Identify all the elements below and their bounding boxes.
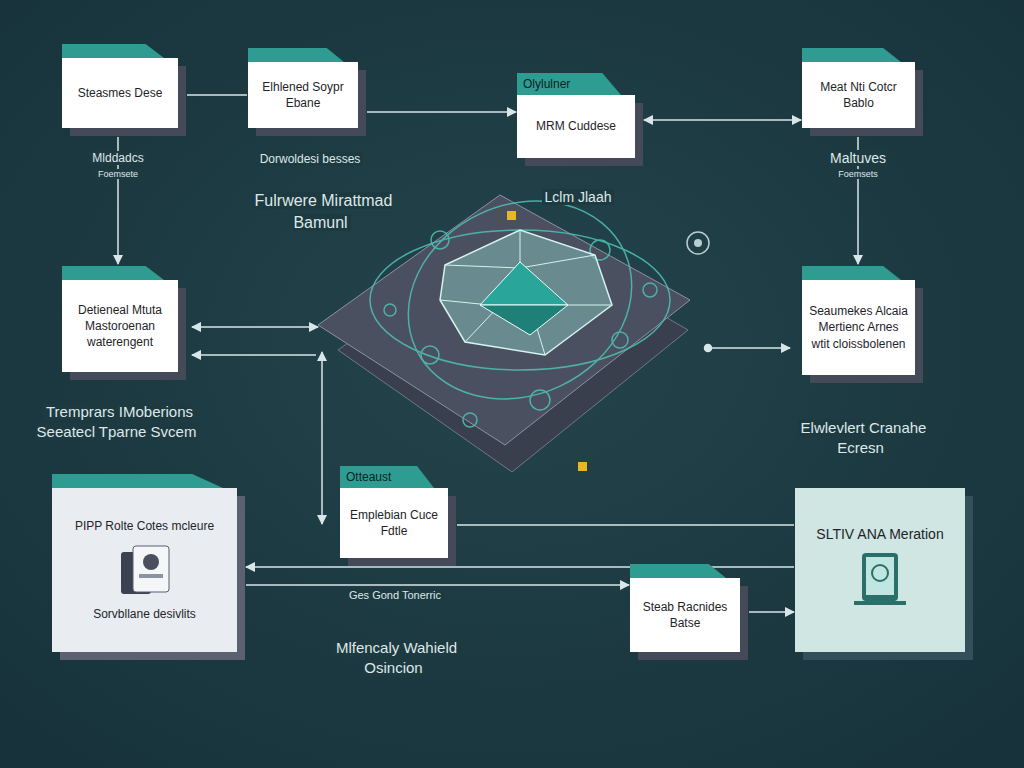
process-box: Detieneal Mtuta Mastoroenan waterengent xyxy=(62,280,178,372)
box-text: SLTIV ANA Meration xyxy=(816,525,943,544)
device-icon xyxy=(115,542,175,598)
annotation-text: Dorwoldesi besses xyxy=(257,152,364,166)
annotation: Foemsete xyxy=(63,168,173,180)
annotation-text: Mlfencaly Wahield Osincion xyxy=(333,639,457,676)
annotation-text: Lclm Jlaah xyxy=(542,189,615,205)
crystal-core xyxy=(480,262,568,305)
box-body: SLTIV ANA Meration xyxy=(795,488,965,652)
annotation-text: Foemsets xyxy=(835,169,881,179)
box-text: Meat Nti Cotcr Bablo xyxy=(808,79,909,111)
process-box: Meat Nti Cotcr Bablo xyxy=(802,62,915,128)
crystal-facets xyxy=(440,230,612,355)
box-text: Emplebian Cuce Fdtle xyxy=(346,507,442,539)
process-box: SLTIV ANA Meration xyxy=(795,488,965,652)
box-body: Emplebian Cuce Fdtle xyxy=(340,488,448,558)
annotation: Elwlevlert Cranahe Ecresn xyxy=(777,418,947,459)
crystal xyxy=(440,230,612,355)
connector xyxy=(246,584,629,586)
upper-plate xyxy=(318,195,690,445)
annotation-text: Foemsete xyxy=(95,169,141,179)
connector xyxy=(749,611,794,613)
box-body: Meat Nti Cotcr Bablo xyxy=(802,62,915,128)
tablet-icon xyxy=(850,551,910,607)
center-illustration xyxy=(318,165,709,472)
dot-icon xyxy=(694,239,702,247)
process-box: Steasmes Dese xyxy=(62,58,178,128)
annotation-text: Elwlevlert Cranahe Ecresn xyxy=(798,419,927,456)
marker-square xyxy=(578,462,587,471)
crystal-core-lower xyxy=(480,305,568,335)
annotation: Maltuves xyxy=(803,149,913,168)
process-box: Steab Racnides Batse xyxy=(630,578,740,652)
process-box: PIPP Rolte Cotes mcleureSorvbllane desiv… xyxy=(52,488,237,652)
box-body: Steab Racnides Batse xyxy=(630,578,740,652)
annotation-text: Fulrwere Mirattmad Bamunl xyxy=(252,192,393,231)
annotation: Tremprars IMoberions Seeatecl Tparne Svc… xyxy=(26,402,211,443)
box-text: MRM Cuddese xyxy=(536,118,616,134)
box-text: Detieneal Mtuta Mastoroenan waterengent xyxy=(68,302,172,351)
box-body: MRM Cuddese xyxy=(517,95,635,158)
box-body: PIPP Rolte Cotes mcleureSorvbllane desiv… xyxy=(52,488,237,652)
annotation: Mlfencaly Wahield Osincion xyxy=(310,638,480,679)
box-text: Elhlened Soypr Ebane xyxy=(254,79,352,111)
orbit-rings xyxy=(370,165,670,434)
box-text: PIPP Rolte Cotes mcleure xyxy=(75,518,214,534)
marker-square xyxy=(507,211,516,220)
dot-icon xyxy=(687,232,709,254)
box-body: Detieneal Mtuta Mastoroenan waterengent xyxy=(62,280,178,372)
box-body: Elhlened Soypr Ebane xyxy=(248,62,358,128)
annotation-text: Ges Gond Tonerric xyxy=(346,589,444,601)
box-text: Sorvbllane desivlits xyxy=(93,606,196,622)
annotation-text: Maltuves xyxy=(827,150,889,166)
annotation-text: Mlddadcs xyxy=(89,151,146,165)
connector xyxy=(187,94,247,96)
box-body: Steasmes Dese xyxy=(62,58,178,128)
illustration-arrows xyxy=(192,327,790,524)
annotation: Lclm Jlaah xyxy=(523,188,633,207)
connector xyxy=(457,524,794,526)
process-box: Elhlened Soypr Ebane xyxy=(248,62,358,128)
annotation: Foemsets xyxy=(803,168,913,180)
annotation: Ges Gond Tonerric xyxy=(320,588,470,603)
connector xyxy=(644,119,801,121)
box-text: Seaumekes Alcaia Mertienc Arnes wtit clo… xyxy=(808,303,909,352)
annotation: Dorwoldesi besses xyxy=(230,151,390,167)
annotation: Fulrwere Mirattmad Bamunl xyxy=(237,190,407,233)
box-text: Steab Racnides Batse xyxy=(636,599,734,631)
process-box: OtteaustEmplebian Cuce Fdtle xyxy=(340,488,448,558)
box-body: Seaumekes Alcaia Mertienc Arnes wtit clo… xyxy=(802,280,915,375)
connector xyxy=(367,111,516,113)
process-box: Seaumekes Alcaia Mertienc Arnes wtit clo… xyxy=(802,280,915,375)
process-box: OlylulnerMRM Cuddese xyxy=(517,95,635,158)
box-text: Steasmes Dese xyxy=(78,85,163,101)
annotation: Mlddadcs xyxy=(63,150,173,166)
annotation-text: Tremprars IMoberions Seeatecl Tparne Svc… xyxy=(37,403,200,440)
